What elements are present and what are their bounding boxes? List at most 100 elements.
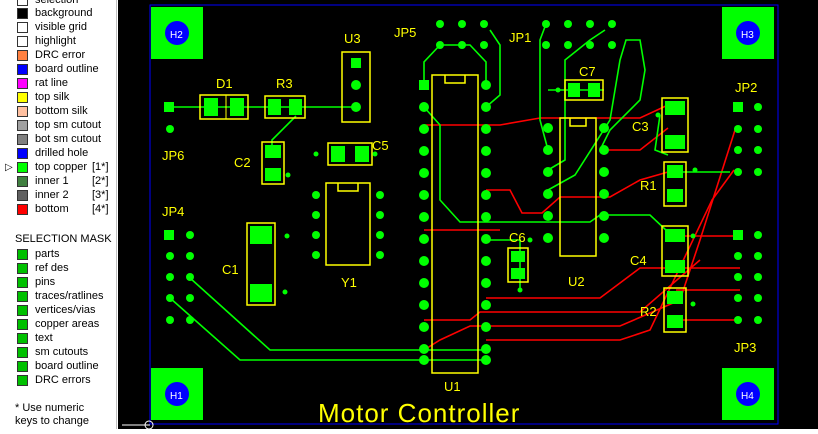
layer-key: [1*] <box>92 161 109 173</box>
color-swatch <box>17 106 28 117</box>
layer-label: drilled hole <box>35 147 89 159</box>
mask-sm-cutouts[interactable]: sm cutouts <box>0 346 116 360</box>
layer-bottom[interactable]: bottom [4*] <box>0 203 116 217</box>
pcb-canvas[interactable]: D1 R3 U3 JP5 JP1 C7 JP2 C3 R1 C4 R2 JP3 … <box>118 0 818 430</box>
hole <box>736 382 760 406</box>
layer-top-silk[interactable]: top silk <box>0 91 116 105</box>
mask-copper-areas[interactable]: copper areas <box>0 318 116 332</box>
layer-bot-sm-cutout[interactable]: bot sm cutout <box>0 133 116 147</box>
layer-label: inner 2 <box>35 189 69 201</box>
layer-visible-grid[interactable]: visible grid <box>0 21 116 35</box>
layer-bottom-silk[interactable]: bottom silk <box>0 105 116 119</box>
mask-checkbox[interactable] <box>17 347 28 358</box>
color-swatch <box>17 190 28 201</box>
mask-checkbox[interactable] <box>17 249 28 260</box>
layer-label: DRC error <box>35 49 86 61</box>
layer-label: selection <box>35 0 79 6</box>
layer-selection[interactable]: selection <box>0 0 116 8</box>
pcb-drawing[interactable]: D1 R3 U3 JP5 JP1 C7 JP2 C3 R1 C4 R2 JP3 … <box>118 0 818 430</box>
ref-jp1: JP1 <box>509 30 531 45</box>
layer-label: bottom silk <box>35 105 88 117</box>
mask-label: parts <box>35 248 60 260</box>
mask-checkbox[interactable] <box>17 263 28 274</box>
color-swatch <box>17 0 28 6</box>
mask-drc-errors[interactable]: DRC errors <box>0 374 116 388</box>
layer-label: background <box>35 7 93 19</box>
pad <box>733 230 743 240</box>
layer-label: top copper <box>35 161 87 173</box>
layer-label: visible grid <box>35 21 87 33</box>
hole-labels: H2 H3 H1 H4 <box>170 30 754 402</box>
ref-h4: H4 <box>741 391 754 402</box>
ref-c7: C7 <box>579 64 596 79</box>
mask-label: vertices/vias <box>35 304 96 316</box>
mask-parts[interactable]: parts <box>0 248 116 262</box>
mounting-holes <box>151 7 774 420</box>
pad <box>419 80 429 90</box>
layer-inner-2[interactable]: inner 2[3*] <box>0 189 116 203</box>
mask-text[interactable]: text <box>0 332 116 346</box>
layer-label: bottom <box>35 203 69 215</box>
round-pads <box>166 20 762 365</box>
layer-drc-error[interactable]: DRC error <box>0 49 116 63</box>
mask-board-outline[interactable]: board outline <box>0 360 116 374</box>
board-outline <box>149 4 779 425</box>
mask-checkbox[interactable] <box>17 361 28 372</box>
smd-parts <box>199 79 689 333</box>
vias <box>282 87 698 307</box>
help-note-line: * Use numeric <box>15 402 85 414</box>
layer-drilled-hole[interactable]: drilled hole <box>0 147 116 161</box>
color-swatch <box>17 50 28 61</box>
ref-c5: C5 <box>372 138 389 153</box>
ref-h1: H1 <box>170 391 183 402</box>
color-swatch <box>17 148 28 159</box>
mask-label: DRC errors <box>35 374 91 386</box>
color-swatch <box>17 176 28 187</box>
layer-key: [4*] <box>92 203 109 215</box>
pad <box>164 102 174 112</box>
mask-ref-des[interactable]: ref des <box>0 262 116 276</box>
mask-vertices-vias[interactable]: vertices/vias <box>0 304 116 318</box>
mask-checkbox[interactable] <box>17 277 28 288</box>
mask-checkbox[interactable] <box>17 375 28 386</box>
pads <box>164 58 743 240</box>
mask-checkbox[interactable] <box>17 305 28 316</box>
trace <box>423 129 736 351</box>
ref-c6: C6 <box>509 230 526 245</box>
trace <box>547 39 646 191</box>
ref-c3: C3 <box>632 119 649 134</box>
mask-checkbox[interactable] <box>17 333 28 344</box>
mask-traces-ratlines[interactable]: traces/ratlines <box>0 290 116 304</box>
ref-u1: U1 <box>444 379 461 394</box>
layer-panel: selection background visible grid highli… <box>0 0 117 429</box>
mask-checkbox[interactable] <box>17 291 28 302</box>
pad <box>351 58 361 68</box>
trace <box>189 277 486 351</box>
color-swatch <box>17 204 28 215</box>
ref-d1: D1 <box>216 76 233 91</box>
mask-pins[interactable]: pins <box>0 276 116 290</box>
pad <box>164 230 174 240</box>
layer-label: top silk <box>35 91 70 103</box>
color-swatch <box>17 120 28 131</box>
ref-r2: R2 <box>640 304 657 319</box>
color-swatch <box>17 36 28 47</box>
layer-top-copper[interactable]: ▷ top copper [1*] <box>0 161 116 175</box>
layer-rat-line[interactable]: rat line <box>0 77 116 91</box>
ref-jp4: JP4 <box>162 204 184 219</box>
trace <box>486 169 735 341</box>
layer-highlight[interactable]: highlight <box>0 35 116 49</box>
mask-checkbox[interactable] <box>17 319 28 330</box>
layer-inner-1[interactable]: inner 1[2*] <box>0 175 116 189</box>
active-layer-arrow-icon: ▷ <box>5 162 13 173</box>
color-swatch <box>17 78 28 89</box>
layer-background[interactable]: background <box>0 7 116 21</box>
ref-c1: C1 <box>222 262 239 277</box>
layer-top-sm-cutout[interactable]: top sm cutout <box>0 119 116 133</box>
help-note: * Use numeric keys to change <box>15 402 89 428</box>
layer-board-outline[interactable]: board outline <box>0 63 116 77</box>
ref-c2: C2 <box>234 155 251 170</box>
canvas-background <box>118 0 818 429</box>
mask-label: text <box>35 332 53 344</box>
layer-label: rat line <box>35 77 69 89</box>
